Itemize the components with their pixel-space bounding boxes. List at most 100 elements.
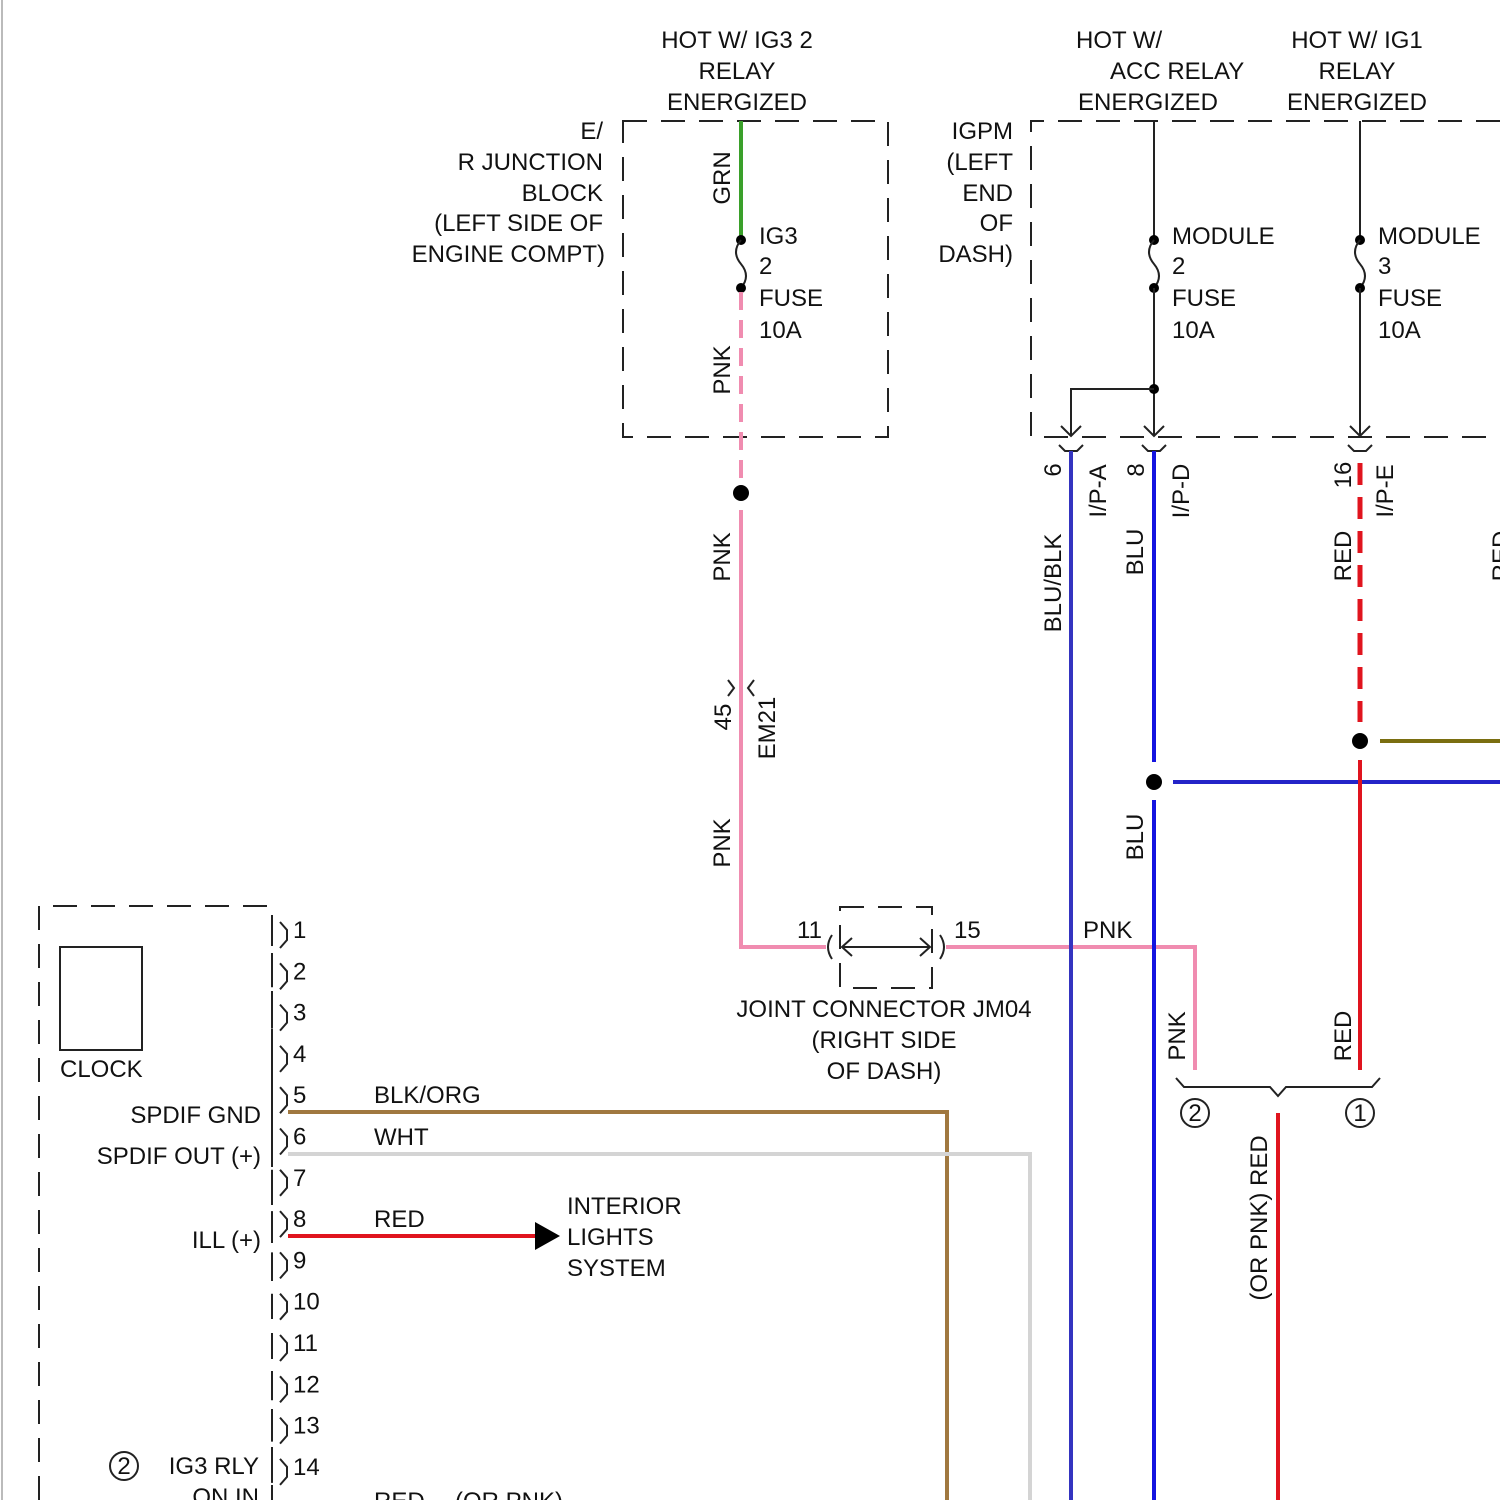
clock-module	[39, 906, 272, 1500]
svg-text:END: END	[962, 180, 1013, 207]
wire-label-red: RED	[1330, 531, 1357, 582]
splice-dot	[1352, 733, 1368, 749]
svg-text:MODULE: MODULE	[1378, 223, 1481, 250]
svg-text:LIGHTS: LIGHTS	[567, 1224, 654, 1251]
wire-label-pnk: PNK	[1083, 917, 1132, 944]
wire-blk-org	[288, 1112, 947, 1500]
pin-connector-icon	[272, 922, 287, 948]
svg-text:SYSTEM: SYSTEM	[567, 1255, 666, 1282]
svg-text:10A: 10A	[1378, 317, 1421, 344]
svg-text:ENERGIZED: ENERGIZED	[1078, 89, 1218, 116]
pin-connector-icon	[272, 1170, 287, 1196]
wire-label-pnk: PNK	[709, 532, 736, 581]
joint-connector-label: JOINT CONNECTOR JM04 (RIGHT SIDE OF DASH…	[736, 996, 1031, 1085]
ig3-fuse-icon	[736, 240, 746, 288]
pin-connector-icon	[272, 1252, 287, 1278]
pin-number: 7	[293, 1165, 306, 1192]
module3-fuse-icon	[1355, 240, 1365, 288]
pin-connector-icon	[272, 1129, 287, 1155]
svg-text:E/: E/	[580, 118, 603, 145]
pin-number: 12	[293, 1371, 320, 1398]
pin-number: 10	[293, 1289, 320, 1316]
svg-text:IGPM: IGPM	[952, 118, 1013, 145]
svg-text:FUSE: FUSE	[1172, 285, 1236, 312]
wire-label-red: RED	[374, 1206, 425, 1233]
pin-number: 14	[293, 1454, 320, 1481]
connector-label-ipe: I/P-E	[1372, 464, 1399, 517]
svg-text:(RIGHT SIDE: (RIGHT SIDE	[812, 1027, 957, 1054]
connector-label-ipa: I/P-A	[1085, 464, 1112, 517]
pin-number: 8	[293, 1206, 306, 1233]
wire-label-blk-org: BLK/ORG	[374, 1082, 481, 1109]
igpm-connector-icons	[1059, 426, 1372, 451]
svg-text:MODULE: MODULE	[1172, 223, 1275, 250]
pin-number: 6	[293, 1124, 306, 1151]
svg-text:RELAY: RELAY	[699, 58, 776, 85]
pin-connector-icon	[272, 1459, 287, 1485]
wire-label-wht: WHT	[374, 1124, 429, 1151]
source-ig1-label: HOT W/ IG1 RELAY ENERGIZED	[1287, 27, 1427, 116]
pin-number: 11	[293, 1330, 318, 1357]
svg-text:HOT W/: HOT W/	[1076, 27, 1163, 54]
wire-label-pnk: PNK	[709, 345, 736, 394]
splice-dot	[1146, 774, 1162, 790]
module2-fuse-icon	[1149, 240, 1159, 288]
svg-text:R JUNCTION: R JUNCTION	[458, 149, 603, 176]
svg-text:HOT W/ IG1: HOT W/ IG1	[1291, 27, 1423, 54]
wire-label-grn: GRN	[709, 151, 736, 204]
pin-number: 2	[293, 958, 306, 985]
svg-text:INTERIOR: INTERIOR	[567, 1193, 682, 1220]
pin-connector-icon	[272, 963, 287, 989]
pin-label-ill: ILL (+)	[192, 1227, 261, 1254]
module2-fuse-label: MODULE 2 FUSE 10A	[1172, 223, 1275, 344]
pin-connector-icon	[272, 1211, 287, 1237]
svg-text:10A: 10A	[1172, 317, 1215, 344]
igpm-label: IGPM (LEFT END OF DASH)	[938, 118, 1013, 268]
svg-text:BLOCK: BLOCK	[522, 180, 603, 207]
svg-text:RELAY: RELAY	[1319, 58, 1396, 85]
pin-connector-icon	[272, 1376, 287, 1402]
wire-label-blu-blk: BLU/BLK	[1040, 534, 1067, 633]
svg-text:FUSE: FUSE	[1378, 285, 1442, 312]
connector-pin: 8	[1123, 463, 1150, 476]
pin-label-on-in: ON IN	[192, 1484, 259, 1500]
wire-label-red: RED	[1330, 1011, 1357, 1062]
arrow-icon	[535, 1222, 560, 1250]
pin-connector-icon	[272, 1046, 287, 1072]
svg-text:JOINT CONNECTOR JM04: JOINT CONNECTOR JM04	[736, 996, 1031, 1023]
svg-text:2: 2	[759, 253, 772, 280]
fuse-terminal	[736, 283, 746, 293]
svg-text:HOT W/ IG3 2: HOT W/ IG3 2	[661, 27, 813, 54]
wire-label-pnk: PNK	[1164, 1011, 1191, 1060]
pin-number: 3	[293, 1000, 306, 1027]
svg-text:IG3: IG3	[759, 223, 798, 250]
connector-label-ipd: I/P-D	[1168, 464, 1195, 519]
pin-connector-icon	[272, 1294, 287, 1320]
wire-label-red: RED	[1488, 531, 1500, 582]
interior-lights-link[interactable]: INTERIOR LIGHTS SYSTEM	[567, 1193, 682, 1282]
wire-label-blu: BLU	[1122, 529, 1149, 576]
connector-pin: 15	[954, 917, 981, 944]
er-junction-block	[623, 121, 888, 437]
pin-number: 4	[293, 1041, 306, 1068]
er-junction-block-label: E/ R JUNCTION BLOCK (LEFT SIDE OF ENGINE…	[412, 118, 605, 268]
pin-number: 1	[293, 917, 306, 944]
svg-text:OF DASH): OF DASH)	[827, 1058, 942, 1085]
svg-text:10A: 10A	[759, 317, 802, 344]
pin-label-spdif-gnd: SPDIF GND	[130, 1102, 261, 1129]
source-ig3-label: HOT W/ IG3 2 RELAY ENERGIZED	[661, 27, 813, 116]
pin-label-spdif-out: SPDIF OUT (+)	[97, 1143, 261, 1170]
pin-connector-icon	[272, 1418, 287, 1444]
svg-text:(LEFT: (LEFT	[946, 149, 1013, 176]
wire-label-blu: BLU	[1122, 814, 1149, 861]
source-acc-label: HOT W/ ACC RELAY ENERGIZED	[1076, 27, 1244, 116]
wire-label-red: RED	[374, 1488, 425, 1500]
pin-connector-icon	[272, 1005, 287, 1031]
wire-label-or-pnk-red: (OR PNK) RED	[1246, 1135, 1273, 1300]
connector-pin: 45	[710, 704, 737, 731]
clock-display-icon	[60, 947, 142, 1050]
clock-title: CLOCK	[60, 1056, 143, 1083]
connector-pin: 6	[1040, 463, 1067, 476]
connector-pin: 16	[1330, 462, 1357, 489]
